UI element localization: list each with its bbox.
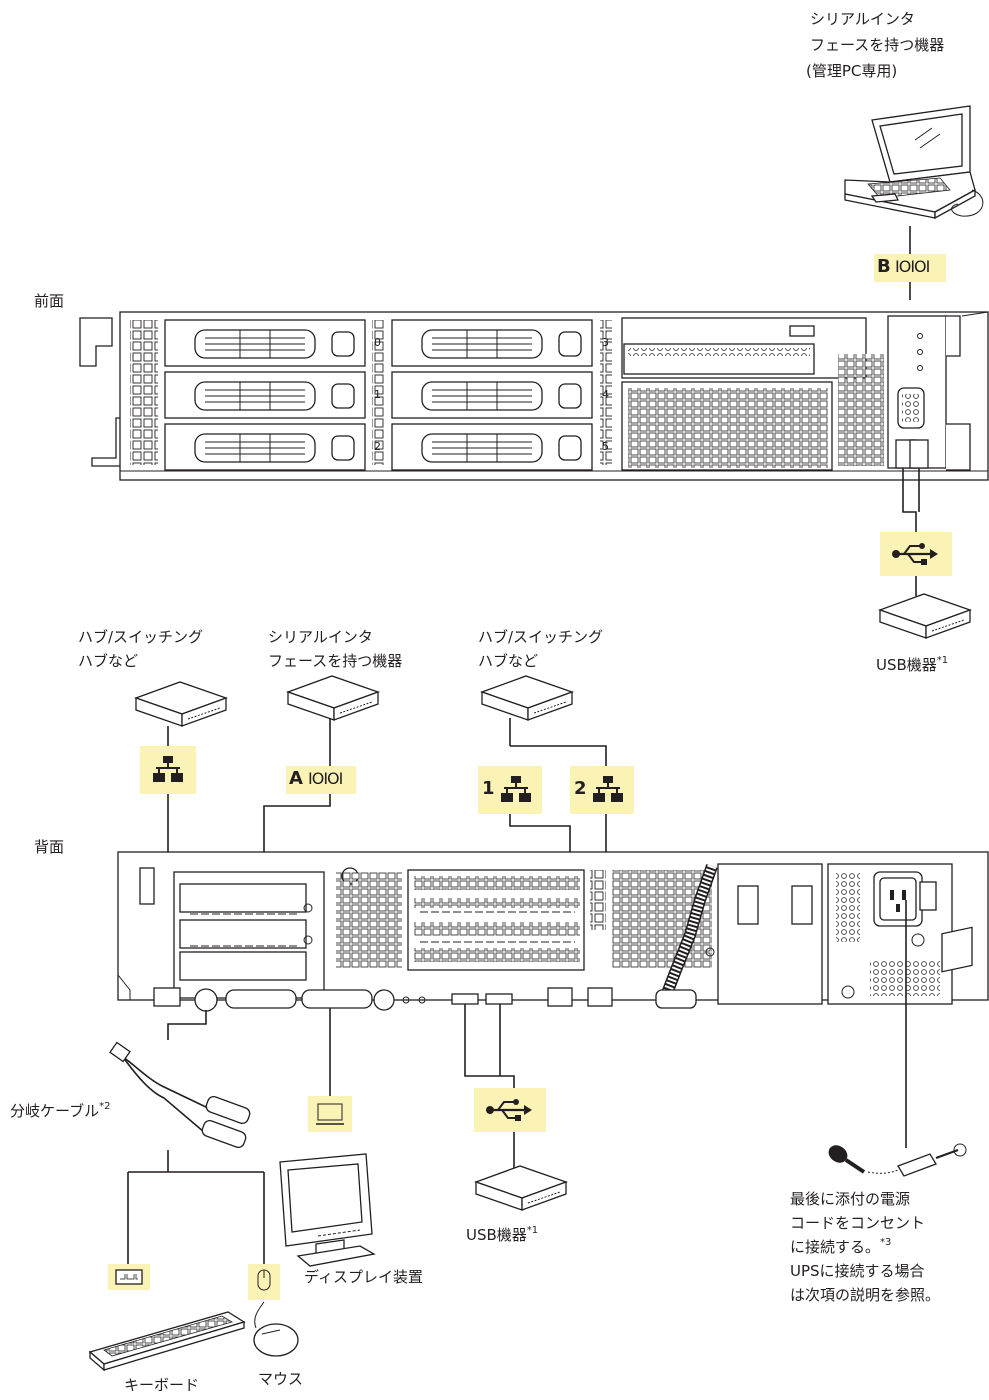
power-note-line-1: 最後に添付の電源 xyxy=(790,1188,910,1210)
svg-text:5: 5 xyxy=(602,440,609,453)
rear-serial-device-label-2: フェースを持つ機器 xyxy=(268,650,402,672)
mouse-badge xyxy=(248,1264,280,1300)
hub-right-label-1: ハブ/スイッチング xyxy=(478,626,603,648)
server-rear-chassis xyxy=(118,852,988,1011)
serial-device-rear-icon xyxy=(288,676,378,720)
serial-port-a-symbol: IOIOI xyxy=(308,769,342,789)
serial-port-a-letter: A xyxy=(289,769,303,789)
front-usb-device-icon xyxy=(880,594,970,638)
svg-text:1: 1 xyxy=(374,388,381,401)
keyboard-icon xyxy=(90,1312,244,1370)
serial-port-b-symbol: IOIOI xyxy=(895,257,929,277)
hub-left-label-2: ハブなど xyxy=(78,650,138,672)
keyboard-label: キーボード xyxy=(124,1374,199,1396)
split-cable-label: 分岐ケーブル*2 xyxy=(10,1100,110,1122)
svg-text:3: 3 xyxy=(602,336,609,349)
svg-text:2: 2 xyxy=(374,440,381,453)
front-usb-device-label: USB機器*1 xyxy=(876,654,948,676)
front-serial-device-label-1: シリアルインタ xyxy=(810,8,915,30)
serial-port-b-letter: B xyxy=(877,257,891,277)
display-badge xyxy=(308,1096,352,1132)
hub-left-icon xyxy=(136,682,226,726)
rear-usb-device-label: USB機器*1 xyxy=(466,1224,538,1246)
front-label: 前面 xyxy=(34,290,64,312)
ups-note-line-1: UPSに接続する場合 xyxy=(790,1260,925,1282)
mouse-label: マウス xyxy=(258,1368,303,1390)
split-cable-icon xyxy=(110,1042,251,1149)
laptop-icon xyxy=(845,106,983,218)
hub-right-icon xyxy=(482,676,572,720)
hub-right-label-2: ハブなど xyxy=(478,650,538,672)
display-icon xyxy=(280,1154,374,1266)
front-serial-device-label-2: フェースを持つ機器 xyxy=(810,34,944,56)
power-note-line-2: コードをコンセント xyxy=(790,1212,925,1234)
svg-text:4: 4 xyxy=(602,388,609,401)
mouse-icon xyxy=(254,1302,298,1356)
power-note-line-3: に接続する。*3 xyxy=(790,1236,891,1258)
rear-label: 背面 xyxy=(34,836,64,858)
lan-badge-left xyxy=(140,746,196,794)
rear-usb-device-icon xyxy=(476,1166,566,1210)
lan-port-2-number: 2 xyxy=(574,779,587,799)
ups-note-line-2: は次項の説明を参照。 xyxy=(790,1284,940,1306)
rear-serial-device-label-1: シリアルインタ xyxy=(268,626,373,648)
lan-port-1-number: 1 xyxy=(482,779,495,799)
hub-left-label-1: ハブ/スイッチング xyxy=(78,626,203,648)
svg-text:0: 0 xyxy=(374,336,381,349)
front-serial-device-label-3: (管理PC専用) xyxy=(806,60,897,82)
server-front-chassis: 0 1 2 3 4 5 xyxy=(80,312,988,480)
display-label: ディスプレイ装置 xyxy=(304,1266,423,1288)
